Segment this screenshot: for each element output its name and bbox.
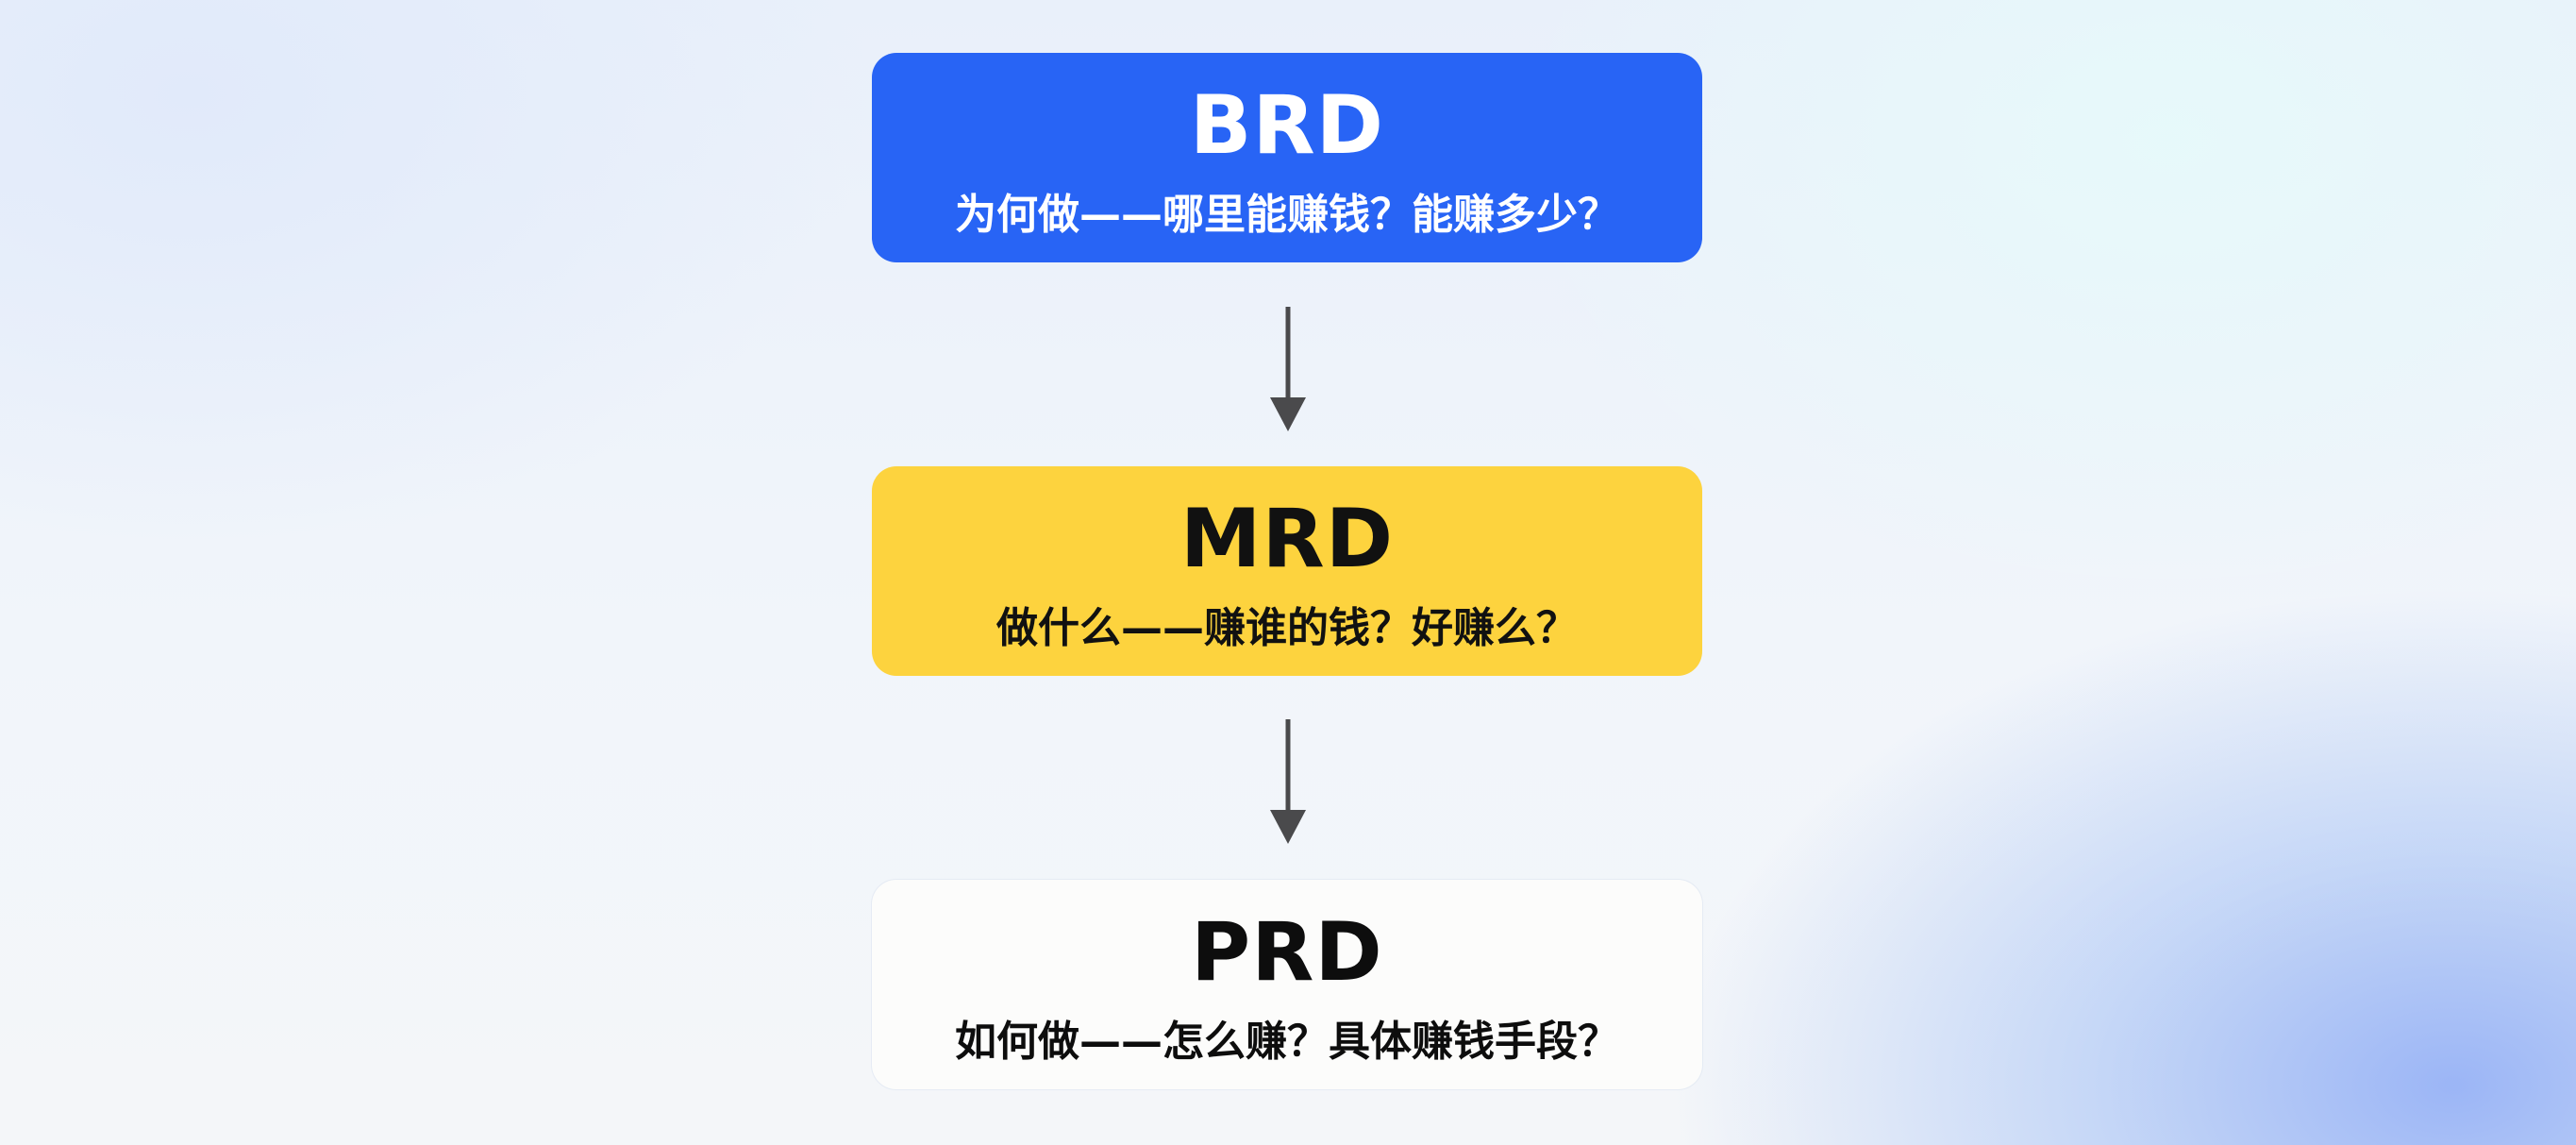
arrow-2-head — [1270, 810, 1306, 844]
node-mrd-title: MRD — [1179, 492, 1395, 586]
node-brd-title: BRD — [1189, 78, 1385, 173]
node-prd-title: PRD — [1191, 905, 1383, 1000]
node-brd: BRD 为何做——哪里能赚钱？能赚多少？ — [872, 53, 1702, 262]
arrow-1-head — [1270, 397, 1306, 431]
node-prd: PRD 如何做——怎么赚？具体赚钱手段？ — [872, 880, 1702, 1089]
node-brd-subtitle: 为何做——哪里能赚钱？能赚多少？ — [955, 191, 1619, 239]
arrow-down-icon — [1270, 719, 1306, 844]
arrow-down-icon — [1270, 307, 1306, 431]
node-prd-subtitle: 如何做——怎么赚？具体赚钱手段？ — [955, 1018, 1619, 1066]
node-mrd: MRD 做什么——赚谁的钱？好赚么？ — [872, 466, 1702, 676]
node-mrd-subtitle: 做什么——赚谁的钱？好赚么？ — [996, 604, 1578, 652]
